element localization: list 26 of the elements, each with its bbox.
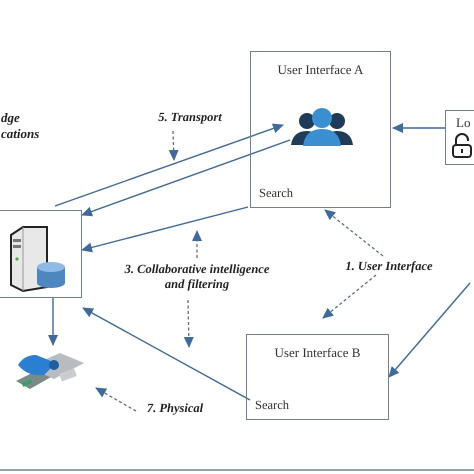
- interface-box: [250, 51, 391, 208]
- step-label: 3. Collaborative intelligence and filtering: [114, 262, 280, 292]
- arrow: [48, 298, 58, 346]
- arrow: [54, 124, 284, 207]
- arrow: [388, 282, 471, 378]
- box-title: Lo: [455, 115, 472, 131]
- step-label: 5. Transport: [132, 110, 248, 125]
- arrow: [81, 139, 290, 216]
- dashed-arrow: [184, 300, 194, 348]
- step-label: 1. User Interface: [328, 259, 450, 274]
- partial-label: dge cations: [1, 110, 40, 142]
- arrow: [82, 307, 250, 401]
- server-box: [0, 210, 82, 298]
- interface-box: [246, 334, 389, 420]
- dashed-arrow: [168, 130, 179, 161]
- box-title: User Interface B: [274, 345, 362, 361]
- dashed-arrow: [324, 209, 384, 256]
- box-title: User Interface A: [276, 62, 364, 78]
- search-label: Search: [259, 186, 294, 201]
- dashed-arrow: [95, 387, 136, 412]
- arrow: [81, 206, 248, 252]
- search-label: Search: [255, 398, 290, 413]
- arrow: [392, 123, 445, 133]
- step-label: 7. Physical: [133, 401, 217, 416]
- dashed-arrow: [322, 274, 376, 319]
- dashed-arrow: [192, 230, 202, 258]
